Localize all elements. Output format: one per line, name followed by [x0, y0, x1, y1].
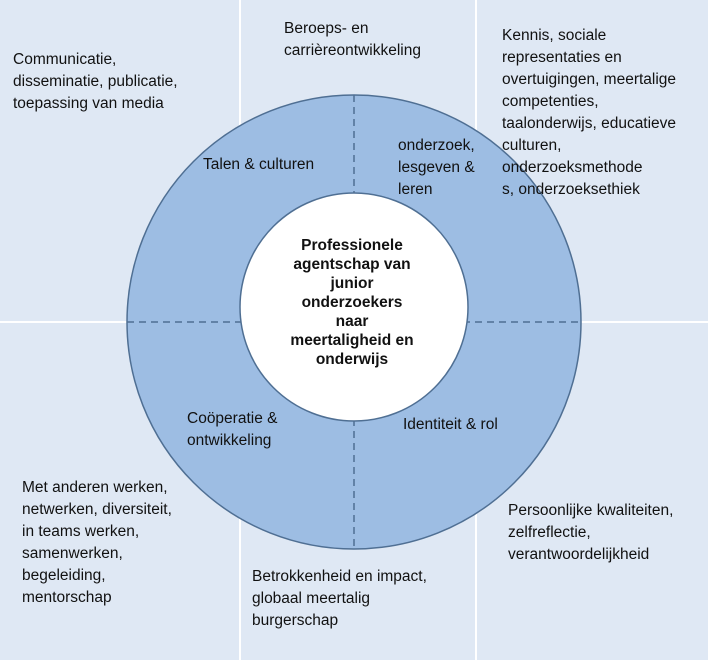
outer-label-top-left: Communicatie, disseminatie, publicatie, … [13, 51, 178, 112]
ring-label-bottom-left: Coöperatie & ontwikkeling [187, 410, 278, 449]
center-circle [239, 192, 469, 422]
ring-label-bottom-right: Identiteit & rol [403, 416, 498, 433]
outer-label-bottom-left: Met anderen werken, netwerken, diversite… [22, 479, 172, 606]
outer-label-bottom-right: Persoonlijke kwaliteiten, zelfreflectie,… [508, 502, 674, 563]
ring-label-top-left: Talen & culturen [203, 156, 315, 173]
center-title: Professionele agentschap van junior onde… [290, 237, 414, 368]
outer-label-top-center: Beroeps- en carrièreontwikkeling [284, 20, 421, 59]
ring-label-top-right: onderzoek, lesgeven & leren [398, 137, 475, 198]
outer-label-bottom-center: Betrokkenheid en impact, globaal meertal… [252, 568, 427, 629]
outer-label-top-right: Kennis, sociale representaties en overtu… [502, 27, 677, 198]
